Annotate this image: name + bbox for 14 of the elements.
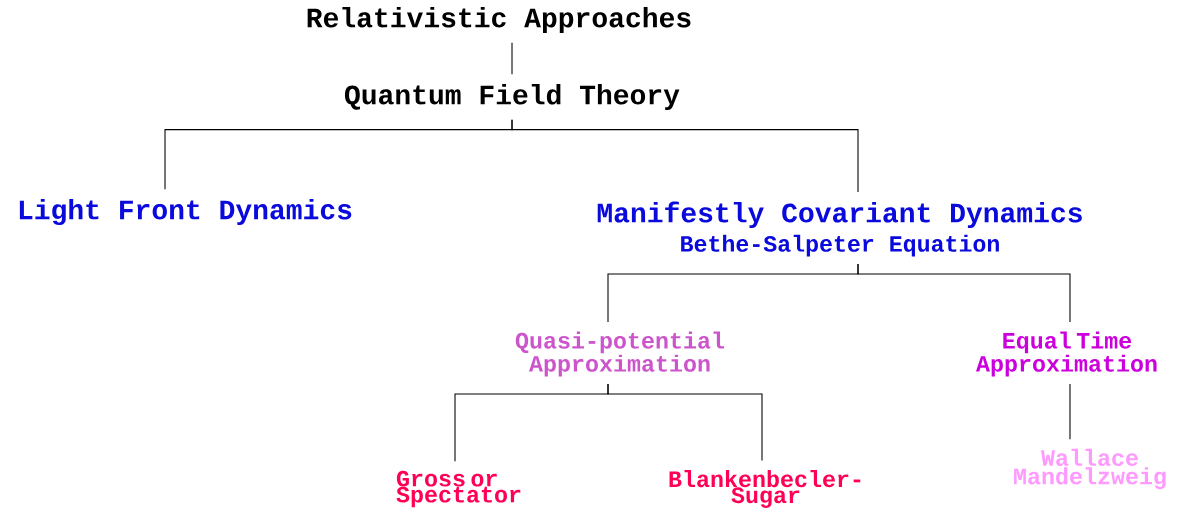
connector-line [857,263,1071,323]
connector-line [1069,383,1071,440]
label-text: Gross or Spectator [396,470,521,508]
connector-line [511,42,513,75]
label-text: Equal Time Approximation [976,331,1157,377]
heading-text: Quantum Field Theory [344,83,680,111]
label-text: Blankenbecler- Sugar [669,470,861,508]
label-text: Quasi-potential Approximation [515,331,725,377]
heading-text: Light Front Dynamics [19,198,352,226]
connector-line [511,119,859,193]
heading-text: Relativistic Approaches [307,6,691,34]
heading-text: Manifestly Covariant Dynamics Bethe-Salpeter Equation [597,201,1082,257]
connector-line [607,383,763,461]
label-text: Wallace Mandelzweig [1014,448,1166,490]
